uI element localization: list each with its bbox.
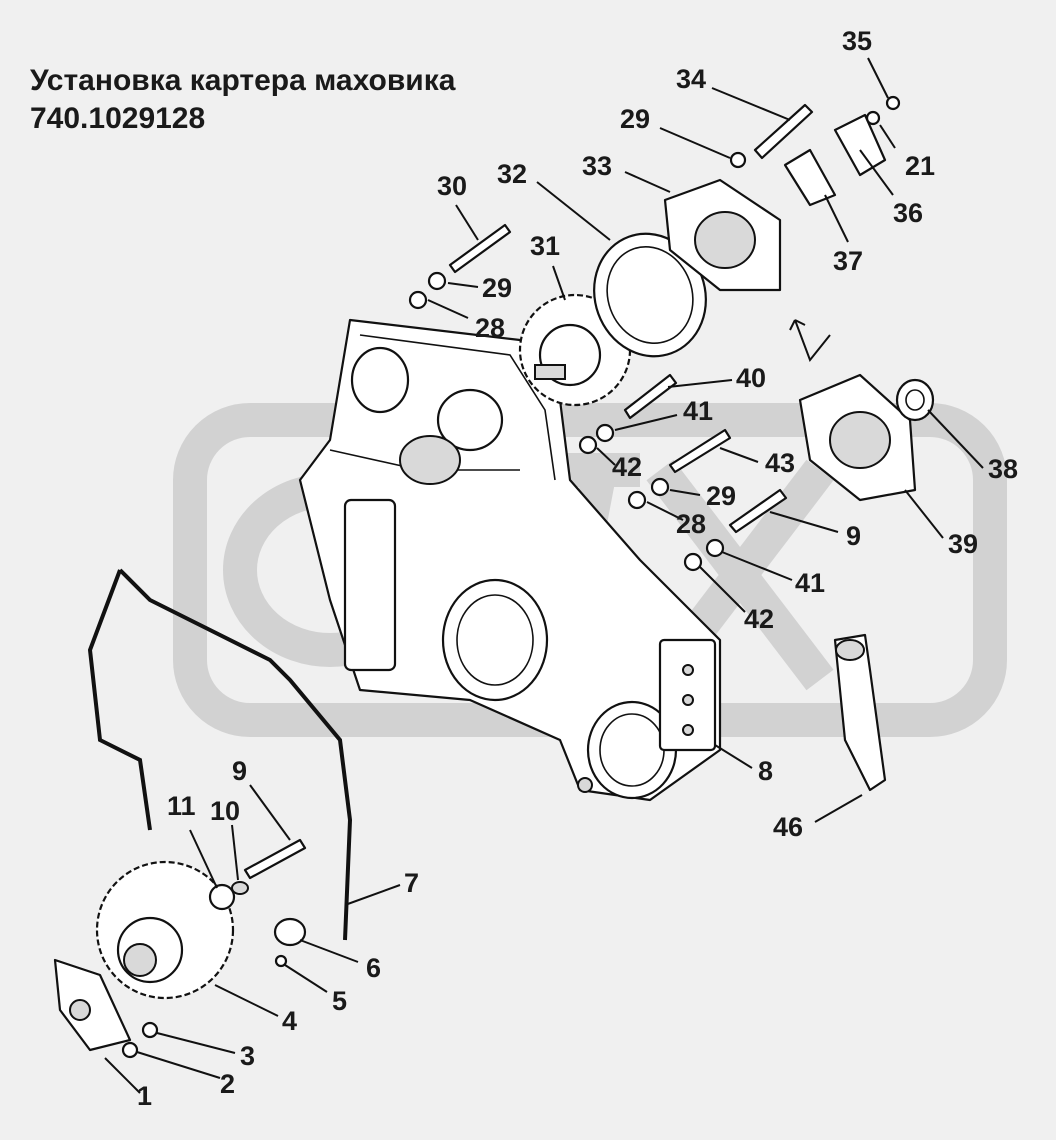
callout-41-lower: 41 — [795, 568, 825, 598]
washer-2 — [121, 1041, 139, 1059]
callout-28-mid: 28 — [676, 509, 706, 539]
callout-34: 34 — [676, 64, 706, 94]
callout-2: 2 — [220, 1069, 235, 1099]
pin-5 — [274, 954, 288, 968]
callout-38: 38 — [988, 454, 1018, 484]
callout-28-left: 28 — [475, 313, 505, 343]
callout-4: 4 — [282, 1006, 297, 1036]
callout-36: 36 — [893, 198, 923, 228]
plate-6 — [273, 917, 307, 947]
diagram-title: Установка картера маховика 740.1029128 — [30, 62, 455, 138]
callout-35: 35 — [842, 26, 872, 56]
callout-33: 33 — [582, 151, 612, 181]
callout-42-lower: 42 — [744, 604, 774, 634]
plate-37 — [783, 148, 837, 207]
callout-31: 31 — [530, 231, 560, 261]
callout-labels: 35 34 29 21 36 37 33 32 30 29 28 31 40 4… — [137, 26, 1018, 1111]
housing-gasket — [87, 568, 353, 941]
leader-lines — [104, 57, 984, 1094]
title-line-2: 740.1029128 — [30, 102, 206, 135]
callout-32: 32 — [497, 159, 527, 189]
plate-36 — [833, 113, 887, 177]
plate-1-hole — [69, 999, 91, 1021]
bracket-46 — [833, 633, 887, 792]
callout-29-mid: 29 — [706, 481, 736, 511]
callout-7: 7 — [404, 868, 419, 898]
callout-37: 37 — [833, 246, 863, 276]
callout-3: 3 — [240, 1041, 255, 1071]
callout-39: 39 — [948, 529, 978, 559]
callout-42-upper: 42 — [612, 452, 642, 482]
spring-10 — [231, 881, 249, 895]
flywheel-housing — [298, 318, 722, 802]
callout-29-left: 29 — [482, 273, 512, 303]
washers — [408, 95, 901, 572]
callout-6: 6 — [366, 953, 381, 983]
callout-41-upper: 41 — [683, 396, 713, 426]
cover-39 — [798, 373, 917, 502]
bolt-3-head — [141, 1021, 159, 1039]
callout-21: 21 — [905, 151, 935, 181]
callout-8: 8 — [758, 756, 773, 786]
callout-46: 46 — [773, 812, 803, 842]
washer-11 — [208, 883, 236, 911]
callout-1: 1 — [137, 1081, 152, 1111]
callout-9-lower: 9 — [232, 756, 247, 786]
callout-10: 10 — [210, 796, 240, 826]
cover-33 — [663, 178, 782, 292]
callout-11: 11 — [167, 791, 196, 821]
bolts — [243, 103, 814, 880]
callout-43: 43 — [765, 448, 795, 478]
assembly-arrow — [789, 319, 831, 362]
gear-4 — [95, 860, 235, 1000]
plate-1 — [53, 958, 132, 1052]
callout-9-right: 9 — [846, 521, 861, 551]
callout-5: 5 — [332, 986, 347, 1016]
callout-40: 40 — [736, 363, 766, 393]
callout-30: 30 — [437, 171, 467, 201]
callout-29-top: 29 — [620, 104, 650, 134]
seal-38 — [895, 378, 935, 422]
title-line-1: Установка картера маховика — [30, 64, 456, 97]
